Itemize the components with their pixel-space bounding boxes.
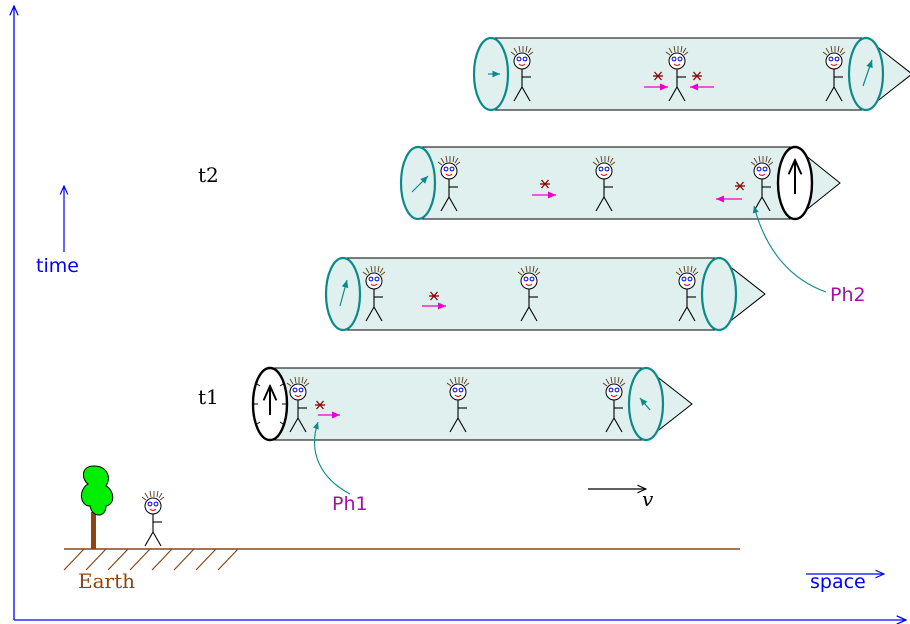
velocity-label: v bbox=[642, 487, 654, 511]
time-label: time bbox=[36, 255, 79, 277]
rocket-t2 bbox=[399, 145, 841, 221]
earth-ground bbox=[63, 548, 740, 571]
ph2-pointer bbox=[752, 205, 827, 293]
earth-label: Earth bbox=[78, 569, 135, 593]
t2-label: t2 bbox=[198, 163, 219, 187]
ph1-pointer bbox=[312, 421, 351, 495]
rocket-top bbox=[472, 36, 910, 112]
clock-icon bbox=[627, 366, 665, 442]
t1-label: t1 bbox=[198, 385, 219, 409]
earth-observer-icon bbox=[141, 490, 165, 547]
ph1-label: Ph1 bbox=[332, 493, 368, 515]
space-label: space bbox=[810, 571, 866, 593]
clock-icon bbox=[399, 145, 437, 221]
rocket-mid bbox=[324, 256, 766, 332]
clock-icon bbox=[700, 256, 738, 332]
clock-icon bbox=[847, 36, 885, 112]
rocket-t1 bbox=[251, 366, 693, 442]
ph2-label: Ph2 bbox=[830, 284, 866, 306]
tree-icon bbox=[81, 465, 114, 549]
